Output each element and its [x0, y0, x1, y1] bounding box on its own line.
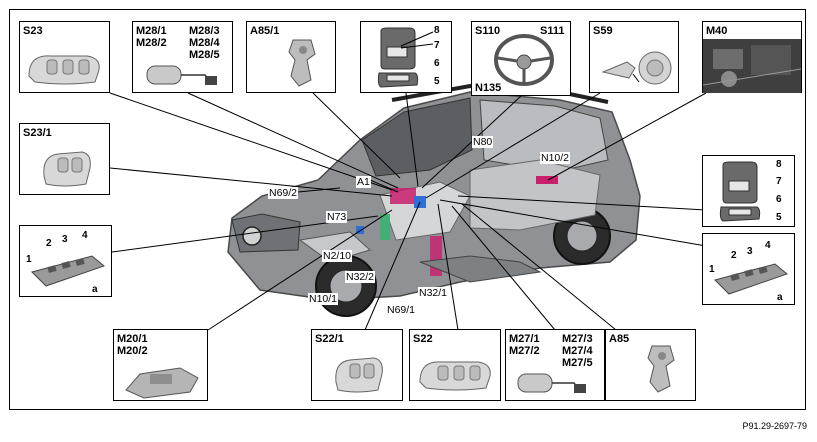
label-m28-3: M28/3 [189, 25, 220, 37]
label-m28-2: M28/2 [136, 37, 167, 49]
label-s23-1: S23/1 [23, 127, 52, 139]
seat-switch-icon [419, 361, 491, 391]
steering-wheel-icon [494, 34, 554, 86]
switch-left-num-1: 1 [26, 254, 32, 265]
box-a85: A85 [605, 329, 696, 401]
label-m28-1: M28/1 [136, 25, 167, 37]
box-seat-left: 8 7 6 5 [360, 21, 452, 93]
switch-right-num-a: a [777, 292, 783, 303]
box-seat-right: 8 7 6 5 [702, 155, 795, 227]
engine-photo-icon [703, 39, 801, 93]
label-m27-4: M27/4 [562, 345, 593, 357]
lock-actuator-icon [647, 345, 675, 393]
window-switch-icon [714, 263, 789, 295]
callout-n10-2: N10/2 [540, 152, 571, 164]
label-m27-1: M27/1 [509, 333, 540, 345]
box-steering: S110 S111 N135 [471, 21, 571, 96]
switch-right-num-2: 2 [731, 250, 737, 261]
seat-right-num-6: 6 [776, 194, 782, 205]
seat-left-num-5: 5 [434, 76, 440, 87]
label-s111: S111 [540, 25, 565, 37]
label-m28-5: M28/5 [189, 49, 220, 61]
label-m27-5: M27/5 [562, 357, 593, 369]
box-m20: M20/1 M20/2 [113, 329, 208, 401]
box-s59: S59 [589, 21, 679, 93]
vehicle-illustration [227, 83, 641, 317]
switch-left-num-a: a [92, 284, 98, 295]
box-m28: M28/1 M28/2 M28/3 M28/4 M28/5 [132, 21, 233, 93]
label-m20-1: M20/1 [117, 333, 148, 345]
lock-actuator-icon [288, 39, 316, 87]
label-m27-2: M27/2 [509, 345, 540, 357]
label-a85-1: A85/1 [250, 25, 280, 37]
box-s22-1: S22/1 [311, 329, 403, 401]
reference-number: P91.29-2697-79 [742, 421, 807, 431]
seat-right-num-7: 7 [776, 176, 782, 187]
label-n135: N135 [475, 82, 502, 94]
seat-left-num-6: 6 [434, 58, 440, 69]
callout-n69-2: N69/2 [268, 187, 299, 199]
motor-icon [146, 65, 217, 85]
label-s59: S59 [593, 25, 613, 37]
box-a85-1: A85/1 [246, 21, 336, 93]
switch-right-num-3: 3 [747, 246, 753, 257]
label-m27-3: M27/3 [562, 333, 593, 345]
switch-right-num-4: 4 [765, 240, 771, 251]
switch-left-num-4: 4 [82, 230, 88, 241]
seat-diagram-icon [377, 27, 419, 88]
label-m40: M40 [706, 25, 728, 37]
seat-left-num-7: 7 [434, 40, 440, 51]
box-s22: S22 [409, 329, 501, 401]
switch-left-num-2: 2 [46, 238, 52, 249]
lock-motor-icon [125, 367, 199, 399]
seat-right-num-8: 8 [776, 159, 782, 170]
seat-diagram-icon [719, 161, 761, 222]
window-switch-icon [31, 255, 106, 287]
label-s22-1: S22/1 [315, 333, 344, 345]
box-m40: M40 [702, 21, 802, 93]
callout-n10-1: N10/1 [308, 293, 339, 305]
label-a85: A85 [609, 333, 630, 345]
box-s23: S23 [19, 21, 110, 93]
label-s23: S23 [23, 25, 43, 37]
callout-n80: N80 [472, 136, 494, 148]
motor-icon [517, 373, 586, 393]
callout-n32-1: N32/1 [418, 287, 449, 299]
seat-switch-icon [28, 55, 100, 85]
seat-switch-icon [335, 357, 383, 393]
seat-left-num-8: 8 [434, 25, 440, 36]
callout-n32-2: N32/2 [345, 271, 376, 283]
label-s22: S22 [413, 333, 433, 345]
callout-n69-1: N69/1 [386, 304, 417, 316]
seat-switch-icon [43, 151, 91, 187]
switch-left-num-3: 3 [62, 234, 68, 245]
label-m20-2: M20/2 [117, 345, 148, 357]
rotary-switch-icon [601, 51, 672, 85]
label-m28-4: M28/4 [189, 37, 220, 49]
label-s110: S110 [475, 25, 501, 37]
box-switch-right: 1 2 3 4 a [702, 233, 795, 305]
box-s23-1: S23/1 [19, 123, 110, 195]
diagram-frame [9, 9, 806, 410]
seat-left-leaders [400, 31, 434, 49]
callout-n73: N73 [326, 211, 348, 223]
seat-right-num-5: 5 [776, 212, 782, 223]
box-switch-left: 1 2 3 4 a [19, 225, 112, 297]
callout-n2-10: N2/10 [322, 250, 353, 262]
box-m27: M27/1 M27/2 M27/3 M27/4 M27/5 [505, 329, 605, 401]
switch-right-num-1: 1 [709, 264, 715, 275]
callout-a1: A1 [356, 176, 371, 188]
